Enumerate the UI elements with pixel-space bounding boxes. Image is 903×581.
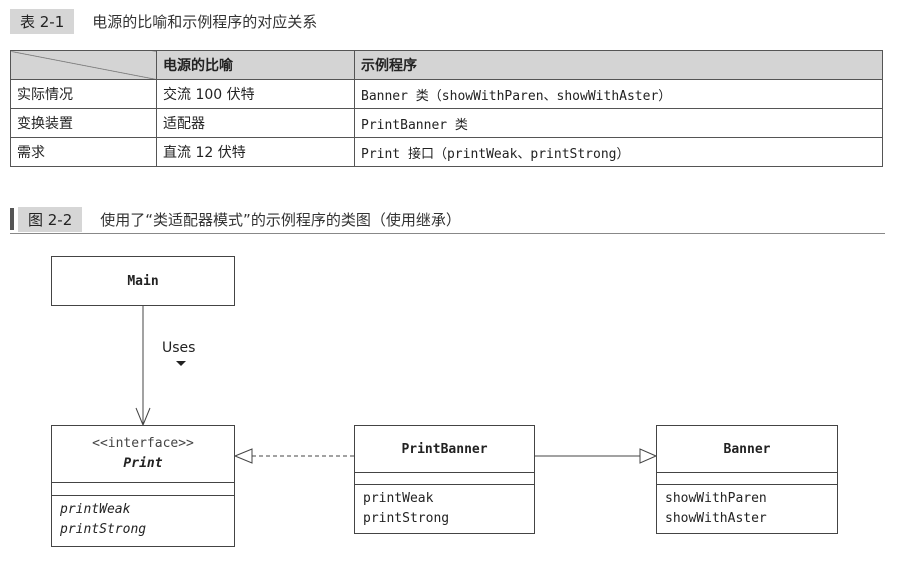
print-method: printStrong bbox=[60, 522, 147, 537]
print-fields-section bbox=[52, 482, 234, 495]
banner-methods-section: showWithParen showWithAster bbox=[657, 484, 837, 533]
print-stereotype: <<interface>> bbox=[92, 436, 194, 451]
table-cell: 直流 12 伏特 bbox=[156, 137, 355, 167]
table-caption-title: 电源的比喻和示例程序的对应关系 bbox=[92, 12, 318, 31]
figure-caption-tag: 图 2-2 bbox=[18, 206, 83, 232]
table-caption-tag: 表 2-1 bbox=[10, 8, 75, 34]
table-header-row: 电源的比喻 示例程序 bbox=[10, 50, 883, 80]
inheritance-arrowhead bbox=[639, 448, 658, 464]
main-class-name: Main bbox=[127, 273, 159, 289]
print-banner-method: printWeak bbox=[363, 491, 434, 506]
table-header-program: 示例程序 bbox=[354, 50, 883, 80]
table-row: 实际情况 交流 100 伏特 Banner 类（showWithParen、sh… bbox=[10, 79, 883, 109]
uses-label: Uses bbox=[162, 340, 196, 356]
table-cell: PrintBanner 类 bbox=[354, 108, 883, 138]
banner-method: showWithParen bbox=[665, 491, 767, 506]
print-banner-title: PrintBanner bbox=[355, 426, 534, 472]
banner-name: Banner bbox=[723, 441, 771, 457]
print-banner-methods-section: printWeak printStrong bbox=[355, 484, 534, 533]
table-cell: Print 接口（printWeak、printStrong） bbox=[354, 137, 883, 167]
table-cell: 需求 bbox=[10, 137, 157, 167]
print-methods-section: printWeak printStrong bbox=[52, 495, 234, 544]
correspondence-table: 电源的比喻 示例程序 实际情况 交流 100 伏特 Banner 类（showW… bbox=[10, 50, 883, 167]
caption-bar bbox=[10, 208, 14, 230]
table-cell: 适配器 bbox=[156, 108, 355, 138]
uses-direction-triangle bbox=[176, 361, 186, 366]
print-banner-fields-section bbox=[355, 472, 534, 484]
banner-class-box: Banner showWithParen showWithAster bbox=[656, 425, 838, 534]
table-cell: Banner 类（showWithParen、showWithAster） bbox=[354, 79, 883, 109]
table-row: 需求 直流 12 伏特 Print 接口（printWeak、printStro… bbox=[10, 137, 883, 167]
print-banner-name: PrintBanner bbox=[401, 441, 488, 457]
print-interface-name: Print bbox=[123, 456, 163, 471]
figure-caption-title: 使用了“类适配器模式”的示例程序的类图（使用继承） bbox=[100, 210, 461, 229]
banner-fields-section bbox=[657, 472, 837, 484]
main-class-box: Main bbox=[51, 256, 235, 306]
print-interface-title: <<interface>> Print bbox=[52, 426, 234, 482]
realization-arrowhead bbox=[233, 448, 253, 464]
print-banner-class-box: PrintBanner printWeak printStrong bbox=[354, 425, 535, 534]
table-cell: 交流 100 伏特 bbox=[156, 79, 355, 109]
print-interface-box: <<interface>> Print printWeak printStron… bbox=[51, 425, 235, 547]
banner-method: showWithAster bbox=[665, 511, 767, 526]
table-caption: 表 2-1 电源的比喻和示例程序的对应关系 bbox=[10, 8, 317, 34]
main-class-title: Main bbox=[52, 257, 234, 305]
print-method: printWeak bbox=[60, 502, 131, 517]
print-banner-method: printStrong bbox=[363, 511, 450, 526]
figure-caption: 图 2-2 使用了“类适配器模式”的示例程序的类图（使用继承） bbox=[10, 205, 885, 234]
banner-title: Banner bbox=[657, 426, 837, 472]
